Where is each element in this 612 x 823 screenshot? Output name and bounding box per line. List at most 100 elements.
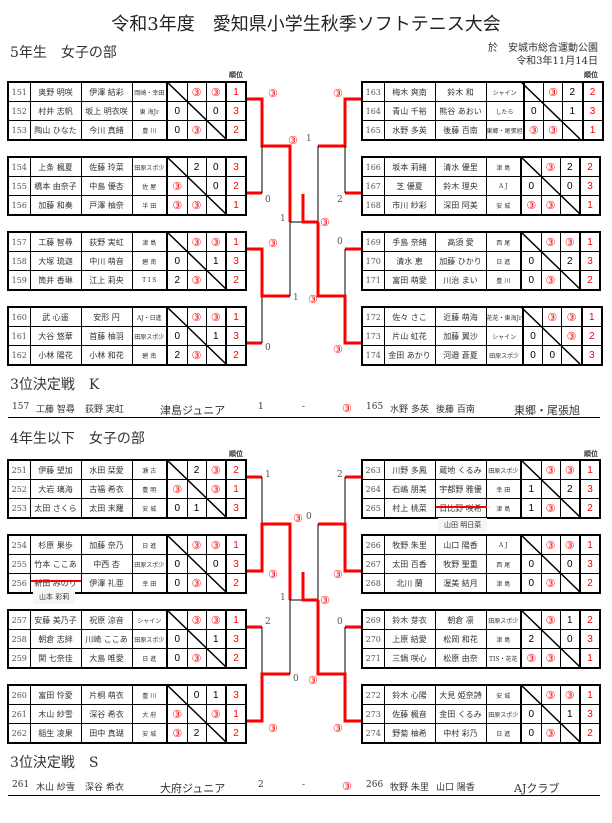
rank: 3	[579, 554, 601, 574]
score-2: ③	[186, 270, 207, 291]
club: 津 島	[485, 629, 522, 649]
score-2: ③	[186, 120, 207, 141]
player-1: 鈴木 心陽	[383, 684, 436, 705]
rank-header: 順位	[584, 71, 598, 79]
player-1: 富田 怜愛	[29, 684, 82, 705]
score-2	[186, 101, 207, 121]
entry-number: 165	[361, 120, 385, 141]
score-1	[166, 156, 188, 177]
rank: 3	[225, 326, 247, 346]
player-2: 松原 由奈	[434, 648, 487, 669]
player-2: 中西 杏	[80, 554, 133, 574]
score-3: 1	[562, 101, 584, 121]
player-2: 中川 萌音	[80, 251, 133, 271]
divider	[8, 795, 600, 796]
score-3	[205, 573, 227, 594]
entry-number: 161	[7, 326, 31, 346]
player-1: 村上 桃菜	[383, 498, 436, 519]
club: 佐 屋	[131, 176, 168, 196]
score-1	[166, 306, 188, 327]
bracket-score: 0	[306, 512, 312, 522]
player-1: 芝 優夏	[383, 176, 436, 196]
player-2: 江上 莉央	[80, 270, 133, 291]
rank: 2	[579, 573, 601, 594]
score-1	[520, 534, 542, 555]
club: 日 進	[131, 534, 168, 555]
club: 東 海Jr	[131, 101, 168, 121]
entry-number: 259	[7, 648, 31, 669]
club: 日 進	[485, 723, 522, 744]
entry-number: 153	[7, 120, 31, 141]
club: 東郷・尾張旭	[485, 120, 525, 141]
score-3: 2	[559, 251, 581, 271]
score-1	[520, 684, 542, 705]
player-2: 高須 愛	[434, 231, 487, 252]
entry-number: 261	[7, 704, 31, 724]
score-2: ③	[540, 684, 561, 705]
score-2	[540, 479, 561, 499]
score-1: 0	[520, 554, 542, 574]
player-2: 中村 彩乃	[434, 723, 487, 744]
score-3	[562, 120, 584, 141]
score-3	[559, 723, 581, 744]
club: 花花・東海Jr	[485, 306, 524, 327]
bracket-score: 0	[265, 343, 271, 353]
score-1: 0	[522, 345, 544, 366]
player-1: 木山 紗雪	[29, 704, 82, 724]
bracket-score: 0	[337, 237, 343, 247]
rank: 3	[225, 629, 247, 649]
club: 西 尾	[485, 554, 522, 574]
bracket-score: 0	[265, 195, 271, 205]
score-3: ③	[205, 534, 227, 555]
bracket-score: ③	[308, 674, 318, 687]
score-1: 2	[166, 270, 188, 291]
player-1: 上原 結愛	[383, 629, 436, 649]
score-2: 0	[186, 684, 207, 705]
third-place-left-p2: 深谷 希衣	[85, 783, 124, 793]
score-2	[540, 251, 561, 271]
club: 田原スポ少	[485, 459, 522, 480]
club: 田原スポ少	[131, 156, 168, 177]
bracket-score: ③	[320, 594, 330, 607]
score-2: ③	[186, 231, 207, 252]
club: 碧 南	[131, 251, 168, 271]
player-2: 鈴木 理央	[434, 176, 487, 196]
entry-number: 267	[361, 554, 385, 574]
player-1: 佐々 さこ	[383, 306, 436, 327]
player-2: 首藤 柚羽	[80, 326, 133, 346]
third-place-right-p2: 山口 陽香	[436, 783, 475, 793]
score-3: ③	[205, 704, 227, 724]
rank: 3	[579, 629, 601, 649]
score-2	[186, 479, 207, 499]
player-2: 今川 真緒	[80, 120, 133, 141]
entry-number: 254	[7, 534, 31, 555]
player-1: 陶山 ひなた	[29, 120, 82, 141]
entry-number: 162	[7, 345, 31, 366]
player-2: 深田 阿美	[434, 195, 487, 216]
score-2	[186, 704, 207, 724]
third-place-left-score: 2	[258, 780, 264, 790]
score-3: 1	[559, 609, 581, 630]
player-2: 鈴木 和	[434, 81, 487, 102]
rank: 1	[225, 231, 247, 252]
player-2: 宇都野 雅優	[434, 479, 487, 499]
